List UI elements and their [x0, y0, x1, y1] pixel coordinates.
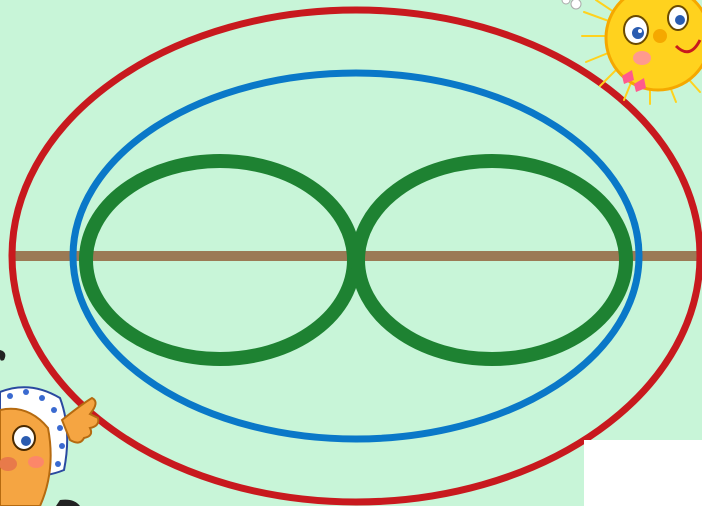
- white-corner-patch: [584, 440, 702, 506]
